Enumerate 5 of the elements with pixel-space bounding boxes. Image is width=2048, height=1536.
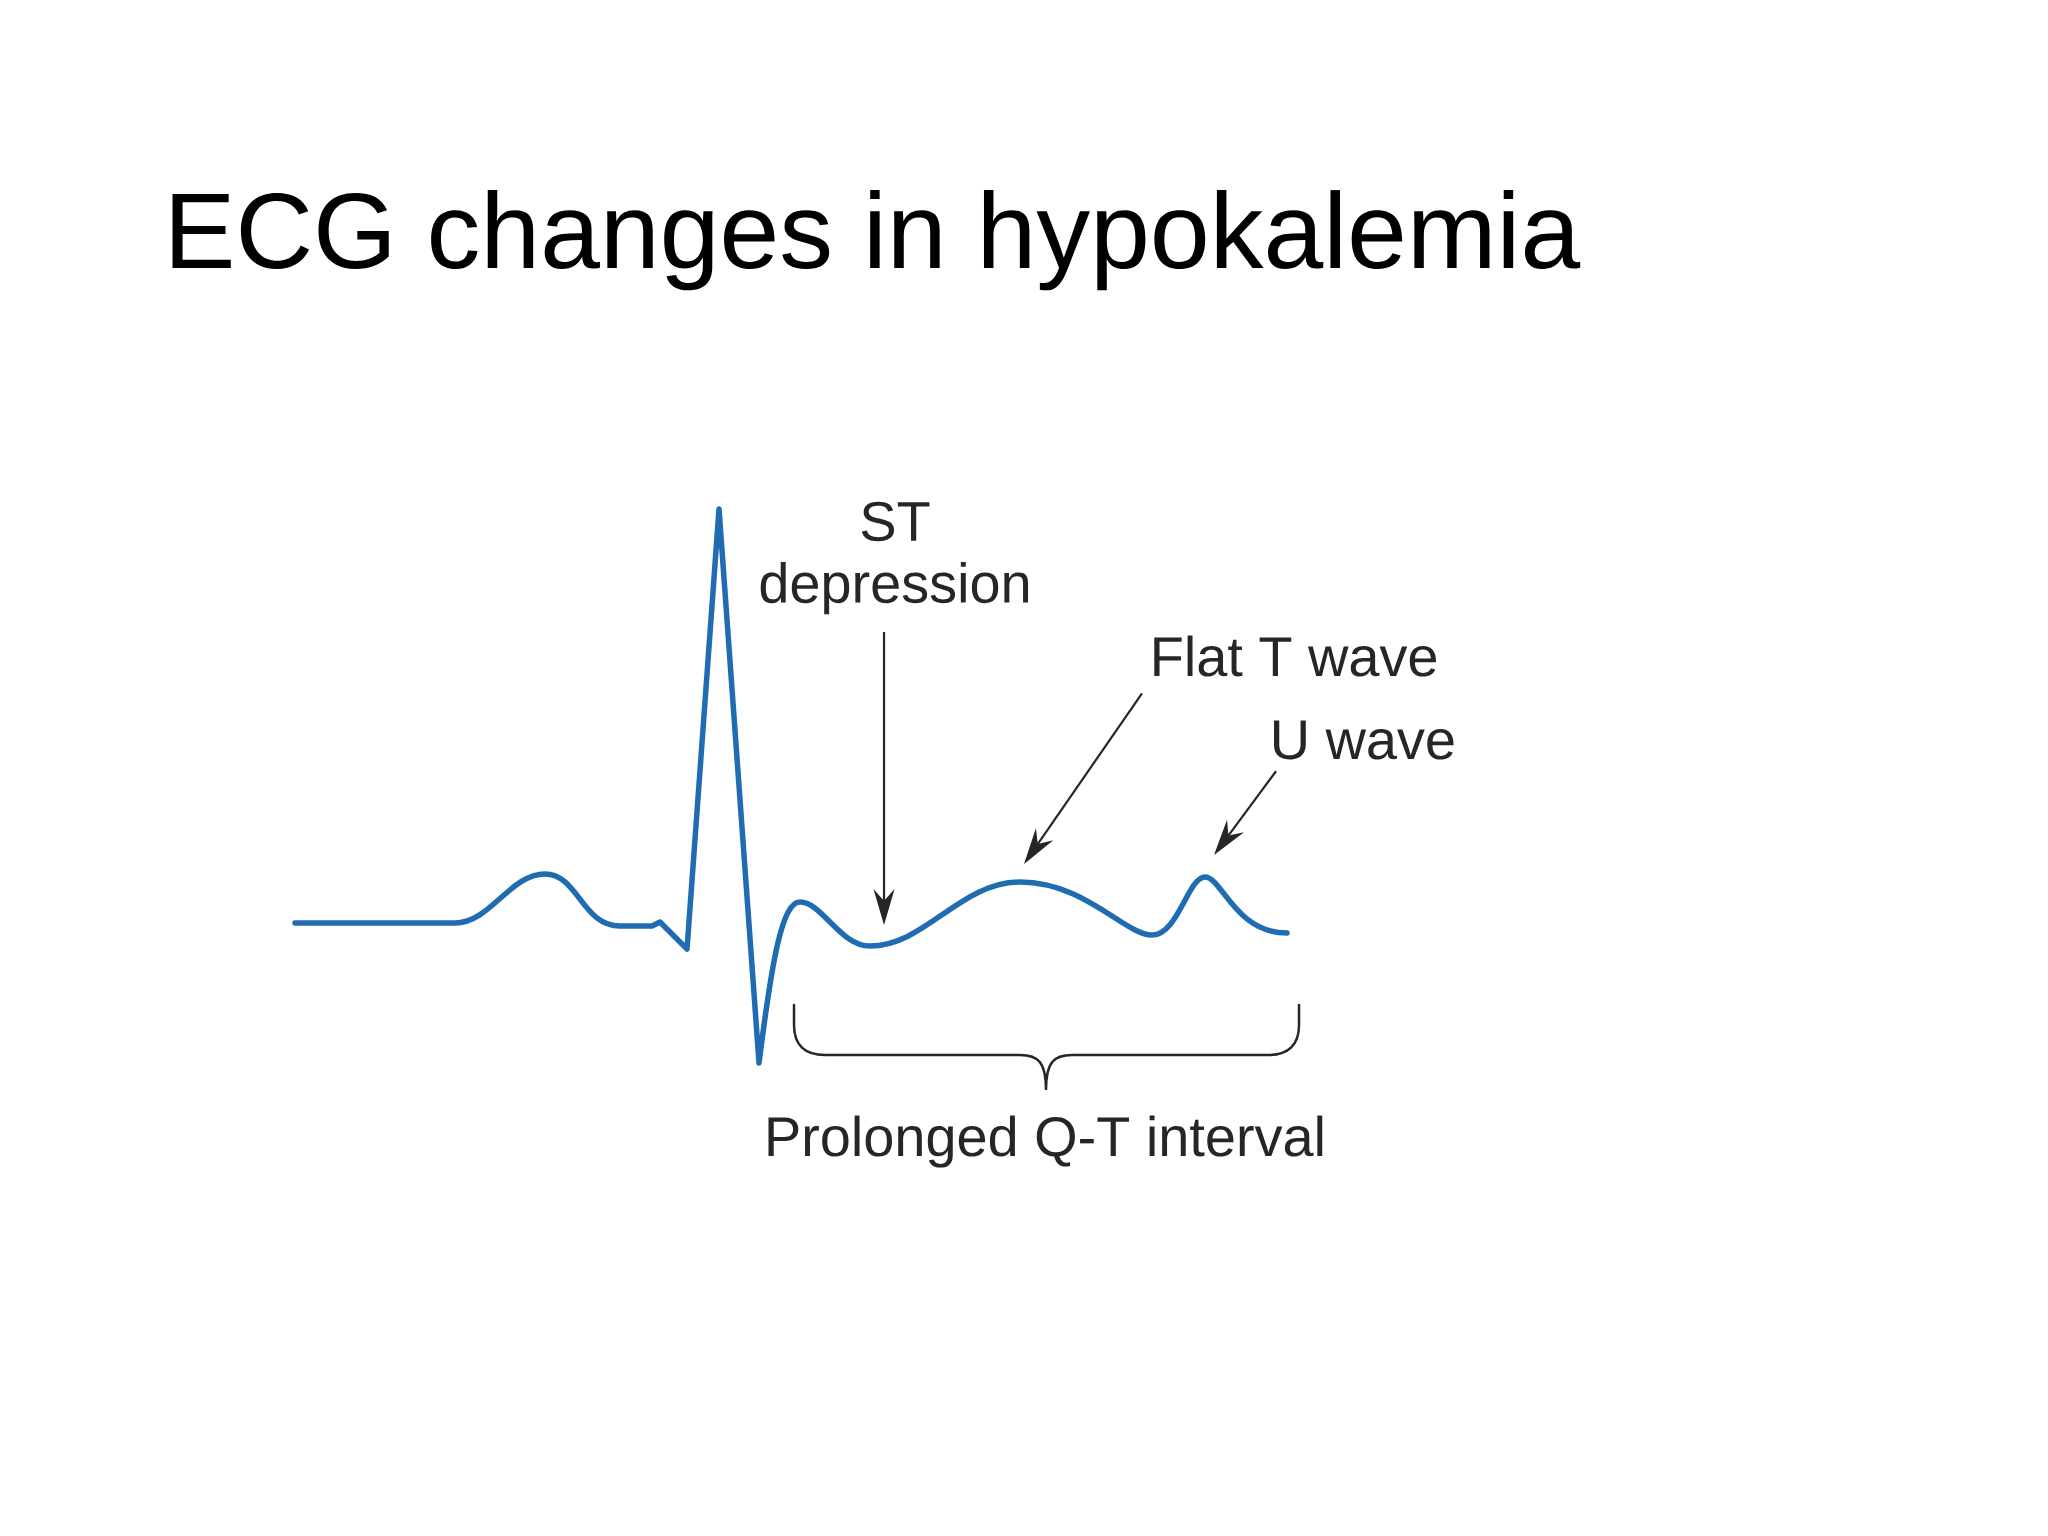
annotation-label: Flat T wave [1154, 635, 1436, 677]
interval-label: Prolonged Q-T interval [768, 1115, 1323, 1168]
slide-title: ECG changes in hypokalemia [172, 190, 1581, 291]
annotation-label: U wave [1274, 720, 1454, 760]
annotation-label: ST depression [760, 501, 1028, 615]
